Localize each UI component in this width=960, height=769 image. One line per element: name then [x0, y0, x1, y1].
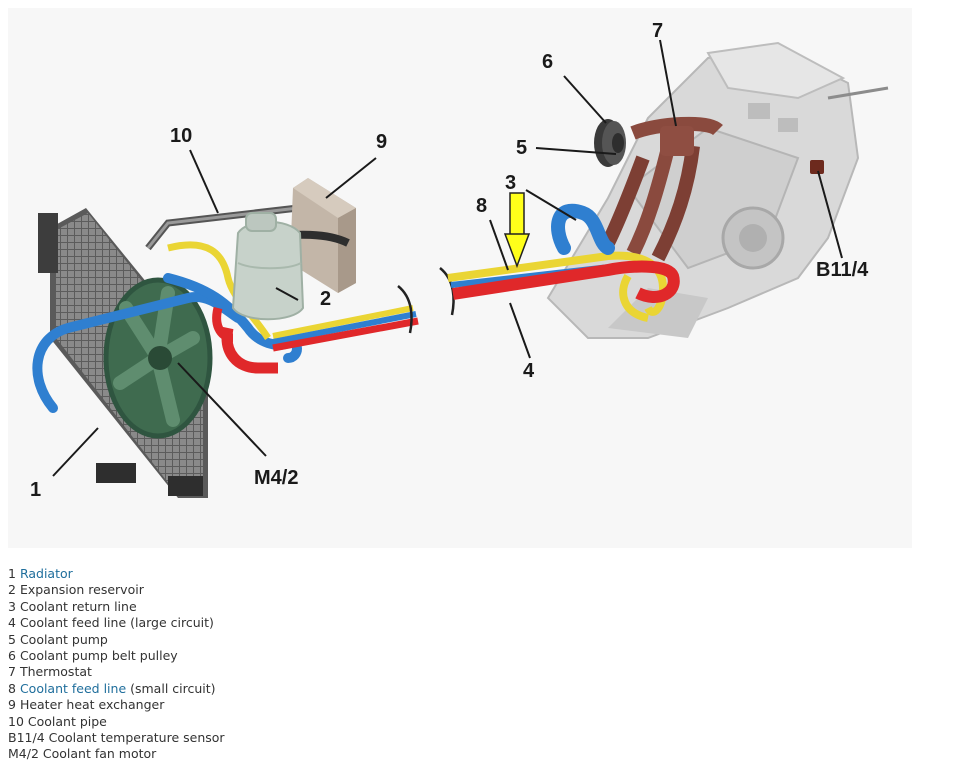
- legend-item-10: 10 Coolant pipe: [8, 714, 948, 730]
- legend-item-2: 2 Expansion reservoir: [8, 582, 948, 598]
- callout-m4-2: M4/2: [254, 467, 298, 489]
- legend-item-1: 1 Radiator: [8, 566, 948, 582]
- radiator-link[interactable]: Radiator: [19, 566, 73, 581]
- legend-code: 2: [8, 582, 16, 598]
- cooling-system-diagram: 1 2 3 4 5 6 7 8 9 10 B11/4 M4/2: [8, 8, 912, 548]
- legend-code: 6: [8, 648, 16, 664]
- coolant-line-bundle-right: [447, 251, 680, 322]
- legend-text: Coolant fan motor: [42, 746, 157, 762]
- legend-item-3: 3 Coolant return line: [8, 599, 948, 615]
- return-line-left: [32, 273, 302, 413]
- legend-code: 10: [8, 713, 24, 729]
- legend-item-4: 4 Coolant feed line (large circuit): [8, 615, 948, 631]
- pump-belt-pulley: [594, 119, 626, 167]
- legend-text: Expansion reservoir: [19, 582, 144, 598]
- legend-text: Coolant return line: [19, 598, 137, 614]
- legend-item-5: 5 Coolant pump: [8, 632, 948, 648]
- coolant-return-line: [551, 203, 615, 255]
- legend-list: 1 Radiator 2 Expansion reservoir 3 Coola…: [8, 566, 948, 763]
- legend-text: Heater heat exchanger: [19, 697, 165, 713]
- callout-6: 6: [542, 51, 553, 73]
- legend-text: Coolant temperature sensor: [48, 730, 225, 746]
- engine-block: [546, 41, 889, 339]
- coolant-line-bundle-left: [272, 305, 419, 352]
- legend-item-7: 7 Thermostat: [8, 664, 948, 680]
- break-mark-left: [397, 285, 413, 334]
- legend-item-6: 6 Coolant pump belt pulley: [8, 648, 948, 664]
- legend-text: Coolant pump: [19, 631, 108, 647]
- callout-10: 10: [170, 125, 192, 147]
- temperature-sensor: [810, 160, 824, 174]
- legend-code: 3: [8, 598, 16, 614]
- fan-shroud: [103, 277, 213, 439]
- thermostat-housing: [601, 116, 723, 262]
- legend-code: 8: [8, 680, 16, 696]
- leader-lines: [52, 39, 843, 477]
- feed-line-left: [212, 306, 278, 374]
- callout-b11-4: B11/4: [816, 259, 869, 281]
- callout-9: 9: [376, 131, 387, 153]
- legend-text: Coolant pipe: [27, 713, 107, 729]
- callout-3: 3: [505, 172, 516, 194]
- legend-code: M4/2: [8, 746, 39, 762]
- legend-code: B11/4: [8, 730, 45, 746]
- legend-code: 1: [8, 566, 16, 581]
- callout-8: 8: [476, 195, 487, 217]
- callout-5: 5: [516, 137, 527, 159]
- flow-arrow: [503, 192, 531, 269]
- legend-text: Coolant feed line (large circuit): [19, 615, 214, 631]
- legend-item-9: 9 Heater heat exchanger: [8, 697, 948, 713]
- legend-code: 9: [8, 697, 16, 713]
- callout-4: 4: [523, 360, 535, 382]
- legend-item-8: 8 Coolant feed line (small circuit): [8, 681, 948, 697]
- legend-item-m4-2: M4/2 Coolant fan motor: [8, 746, 948, 762]
- coolant-feed-line-link[interactable]: Coolant feed line: [19, 680, 127, 696]
- legend-code: 5: [8, 631, 16, 647]
- legend-text: Thermostat: [19, 664, 92, 680]
- legend-text: (small circuit): [126, 680, 216, 696]
- callout-7: 7: [652, 20, 663, 42]
- legend-text: Coolant pump belt pulley: [19, 648, 178, 664]
- callout-2: 2: [320, 288, 331, 310]
- legend-code: 4: [8, 615, 16, 631]
- legend-item-b11-4: B11/4 Coolant temperature sensor: [8, 730, 948, 746]
- diagram-canvas: 1 2 3 4 5 6 7 8 9 10 B11/4 M4/2: [30, 20, 889, 501]
- expansion-reservoir: [231, 212, 305, 321]
- callout-1: 1: [30, 479, 41, 501]
- legend-code: 7: [8, 664, 16, 680]
